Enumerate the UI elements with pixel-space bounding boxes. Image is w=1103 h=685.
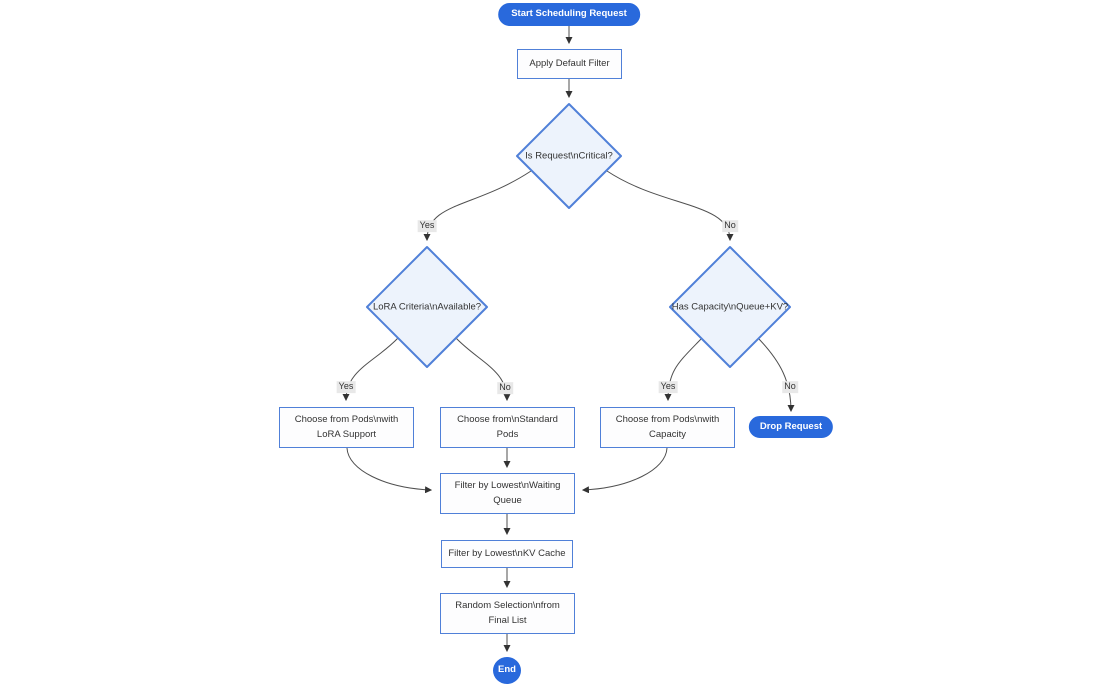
edge-label-capacity-yes: Yes xyxy=(658,381,678,393)
node-start: Start Scheduling Request xyxy=(498,3,640,26)
node-filter-kv-cache-label: Filter by Lowest\nKV Cache xyxy=(448,547,566,559)
edge-lorapods-to-filterqueue xyxy=(346,447,433,494)
decision-lora-criteria-shape xyxy=(366,246,488,368)
node-random-selection-label: Random Selection\nfrom Final List xyxy=(455,599,560,626)
node-start-label: Start Scheduling Request xyxy=(511,8,627,20)
edge-critical-yes xyxy=(423,170,532,242)
node-filter-waiting-queue-label: Filter by Lowest\nWaiting Queue xyxy=(454,479,561,506)
node-choose-capacity-pods-label: Choose from Pods\nwith Capacity xyxy=(615,413,720,440)
edge-capacitypods-to-filterqueue xyxy=(581,447,668,494)
node-choose-capacity-pods: Choose from Pods\nwith Capacity xyxy=(600,407,735,448)
node-filter-waiting-queue: Filter by Lowest\nWaiting Queue xyxy=(440,473,575,514)
node-choose-lora-pods-label: Choose from Pods\nwith LoRA Support xyxy=(294,413,399,440)
node-is-request-critical-label: Is Request\nCritical? xyxy=(525,150,613,162)
node-choose-lora-pods: Choose from Pods\nwith LoRA Support xyxy=(279,407,414,448)
edge-capacity-no xyxy=(757,337,795,413)
decision-has-capacity-shape xyxy=(669,246,791,368)
decision-is-critical-shape xyxy=(516,103,622,209)
edge-critical-no xyxy=(606,170,734,242)
node-end: End xyxy=(493,657,521,684)
edge-label-capacity-no: No xyxy=(782,381,798,393)
node-filter-kv-cache: Filter by Lowest\nKV Cache xyxy=(441,540,573,568)
node-has-capacity-label: Has Capacity\nQueue+KV? xyxy=(671,301,789,313)
node-end-label: End xyxy=(498,664,516,676)
node-drop-request: Drop Request xyxy=(748,416,834,438)
node-random-selection: Random Selection\nfrom Final List xyxy=(440,593,575,634)
edge-label-lora-no: No xyxy=(497,382,513,394)
edge-label-critical-yes: Yes xyxy=(417,220,437,232)
node-drop-request-label: Drop Request xyxy=(759,420,823,432)
node-choose-standard-pods: Choose from\nStandard Pods xyxy=(440,407,575,448)
node-choose-standard-pods-label: Choose from\nStandard Pods xyxy=(457,413,558,440)
node-apply-default-filter: Apply Default Filter xyxy=(517,49,622,79)
edge-label-lora-yes: Yes xyxy=(336,381,356,393)
node-lora-criteria-label: LoRA Criteria\nAvailable? xyxy=(372,301,482,313)
edge-label-critical-no: No xyxy=(722,220,738,232)
node-apply-default-filter-label: Apply Default Filter xyxy=(529,57,610,69)
